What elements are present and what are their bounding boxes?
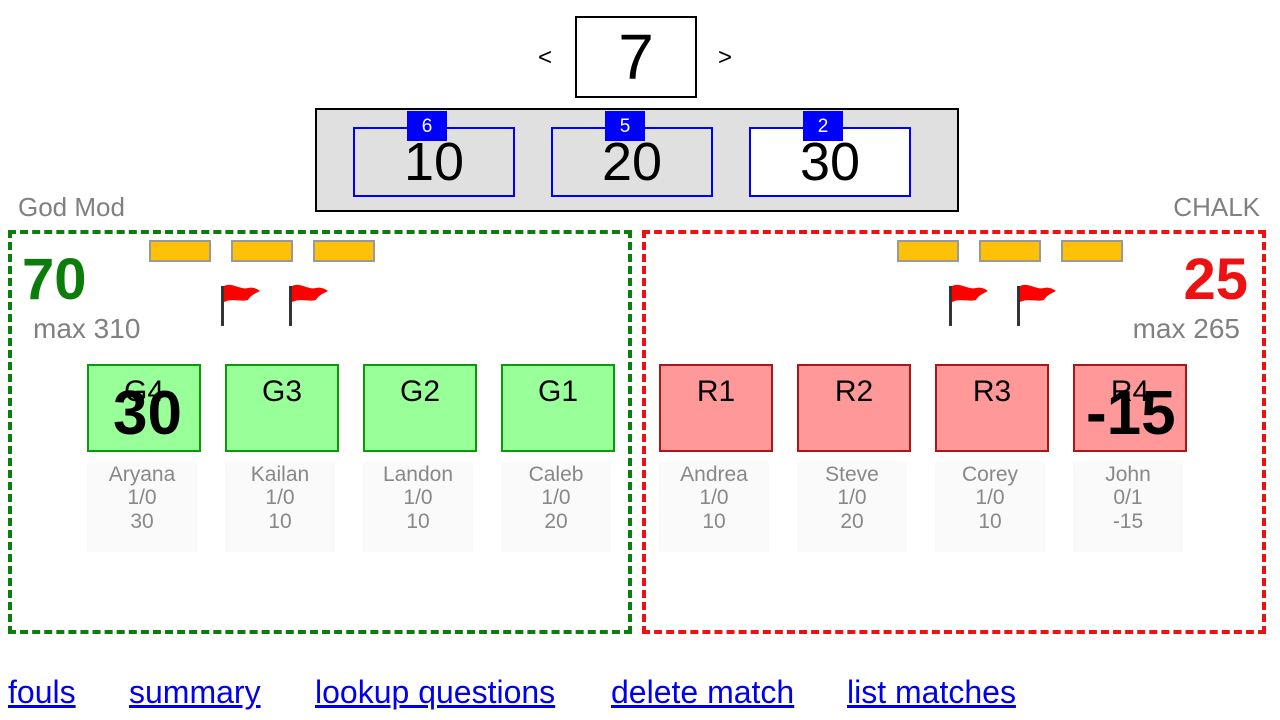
seat-g4[interactable]: G4 (87, 364, 201, 452)
left-team-panel (8, 230, 632, 634)
player-card: John 0/1 -15 (1073, 462, 1183, 552)
player-name: John (1105, 463, 1151, 486)
player-name: Corey (961, 463, 1019, 486)
seat-label: G4 (123, 375, 165, 408)
right-team-name: CHALK (1173, 192, 1260, 222)
player-record: 1/0 (265, 486, 295, 509)
player-record: 1/0 (403, 486, 433, 509)
seat-g1[interactable]: G1 (501, 364, 615, 452)
seat-label: G3 (261, 375, 303, 408)
fouls-link[interactable]: fouls (8, 674, 76, 710)
seat-r3[interactable]: R3 (935, 364, 1049, 452)
player-points: 20 (544, 510, 568, 533)
bonus-bar (149, 240, 211, 262)
list-matches-link[interactable]: list matches (847, 674, 1016, 710)
player-points: 30 (130, 510, 154, 533)
seat-label: R3 (972, 375, 1012, 408)
delete-match-link[interactable]: delete match (611, 674, 795, 710)
player-name: Andrea (680, 463, 748, 486)
player-card: Andrea 1/0 10 (659, 462, 769, 552)
bonus-bar (313, 240, 375, 262)
player-card: Steve 1/0 20 (797, 462, 907, 552)
seat-label: R1 (696, 375, 736, 408)
player-record: 1/0 (541, 486, 571, 509)
player-points: 10 (268, 510, 292, 533)
player-card: Kailan 1/0 10 (225, 462, 335, 552)
value-count-badge: 5 (605, 111, 645, 141)
prev-question-button[interactable]: < (538, 44, 553, 71)
player-card: Aryana 1/0 30 (87, 462, 197, 552)
player-record: 1/0 (699, 486, 729, 509)
seat-r1[interactable]: R1 (659, 364, 773, 452)
player-card: Landon 1/0 10 (363, 462, 473, 552)
player-name: Caleb (528, 463, 584, 486)
player-points: 20 (840, 510, 864, 533)
seat-g3[interactable]: G3 (225, 364, 339, 452)
left-team-max: max 310 (33, 313, 141, 344)
value-option-10[interactable]: 6 10 (353, 111, 515, 197)
right-team-max: max 265 (1132, 313, 1240, 344)
seat-label: G2 (399, 375, 441, 408)
red-flag-icon (289, 284, 328, 326)
value-selector: 6 10 5 20 2 30 (315, 108, 959, 212)
red-flag-icon (949, 284, 988, 326)
summary-link[interactable]: summary (129, 674, 261, 710)
value-option-20[interactable]: 5 20 (551, 111, 713, 197)
seat-label: R4 (1110, 375, 1150, 408)
red-flag-icon (1017, 284, 1056, 326)
right-team-panel (642, 230, 1266, 634)
player-name: Kailan (250, 463, 310, 486)
left-team-name: God Mod (18, 192, 125, 222)
red-flag-icon (221, 284, 260, 326)
value-count-badge: 6 (407, 111, 447, 141)
seat-r4[interactable]: R4 (1073, 364, 1187, 452)
player-points: 10 (978, 510, 1002, 533)
player-points: 10 (406, 510, 430, 533)
bonus-bar (231, 240, 293, 262)
left-team-score: 70 (22, 247, 87, 312)
question-number: 7 (575, 16, 697, 98)
player-record: 1/0 (127, 486, 157, 509)
seat-g2[interactable]: G2 (363, 364, 477, 452)
seat-r2[interactable]: R2 (797, 364, 911, 452)
value-label: 10 (403, 132, 465, 192)
seat-g4-points: 30 (113, 379, 182, 448)
right-team-score: 25 (1183, 247, 1248, 312)
player-name: Steve (825, 463, 879, 486)
player-name: Landon (382, 463, 454, 486)
value-option-30[interactable]: 2 30 (749, 111, 911, 197)
player-record: 0/1 (1113, 486, 1143, 509)
player-card: Corey 1/0 10 (935, 462, 1045, 552)
value-label: 20 (601, 132, 663, 192)
bonus-bar (1061, 240, 1123, 262)
player-card: Caleb 1/0 20 (501, 462, 611, 552)
seat-label: R2 (834, 375, 874, 408)
player-record: 1/0 (837, 486, 867, 509)
value-count-badge: 2 (803, 111, 843, 141)
player-name: Aryana (108, 463, 176, 486)
player-points: 10 (702, 510, 726, 533)
value-label: 30 (799, 132, 861, 192)
player-record: 1/0 (975, 486, 1005, 509)
bonus-bar (979, 240, 1041, 262)
bonus-bar (897, 240, 959, 262)
player-points: -15 (1112, 510, 1144, 533)
seat-label: G1 (537, 375, 579, 408)
seat-r4-points: -15 (1086, 379, 1176, 448)
lookup-questions-link[interactable]: lookup questions (315, 674, 556, 710)
next-question-button[interactable]: > (718, 44, 733, 71)
